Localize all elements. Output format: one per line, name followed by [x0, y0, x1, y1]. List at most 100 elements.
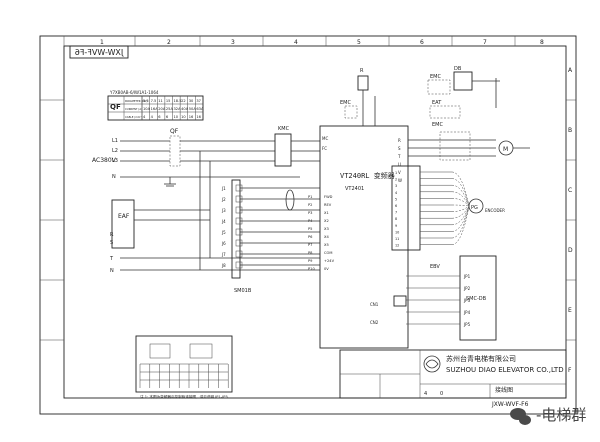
encoder-label: ENCODER	[485, 208, 505, 213]
inverter-left-pin-label: X2	[324, 219, 329, 223]
inverter-left-pin-label: X5	[324, 243, 329, 247]
power-table-cell: 25A	[166, 107, 174, 111]
encoder-fan	[451, 205, 470, 245]
cn2-label: CN2	[370, 320, 379, 325]
power-table-cell: 20A	[158, 107, 166, 111]
row-letter-e: E	[568, 307, 572, 314]
encoder-fan	[451, 184, 470, 207]
relay-contact	[235, 206, 243, 214]
encoder-fan	[451, 191, 470, 207]
row-letter-c: C	[568, 187, 572, 194]
encoder-fan	[451, 178, 470, 207]
brake-label: EMC	[340, 100, 351, 106]
row-letter-a: A	[568, 67, 573, 74]
terminal-l1: L1	[112, 138, 118, 144]
inverter-left-pin-label: FWD	[324, 195, 333, 199]
sheet-number: 4	[424, 391, 427, 397]
company-name-cn: 苏州台青电梯有限公司	[446, 354, 516, 363]
row-ruler: A B C D E F	[40, 67, 576, 374]
inverter-left-pin: P2	[308, 203, 312, 207]
power-table-cell: 6	[166, 115, 169, 119]
power-table-cell: 4	[151, 115, 154, 119]
power-table-row-head: PARAMETER (kW)	[125, 99, 147, 103]
inner-frame	[63, 45, 567, 399]
drawing-number: JXW-WVF-F6	[491, 401, 529, 408]
motor-contactors: EMC DB EAT EMC M	[408, 66, 530, 161]
encoder-fan	[451, 171, 470, 207]
column-ruler: 1 2 3 4 5 6 7 8	[63, 36, 544, 46]
emc-label-1: EMC	[430, 74, 441, 80]
encoder-pin: 12	[395, 244, 399, 248]
encoder-pin: 7	[395, 211, 397, 215]
inverter-right-pin: S	[398, 146, 401, 151]
drawing-title-cn: 接线图	[495, 386, 513, 394]
inverter-left-pin: P6	[308, 235, 313, 239]
terminal-n: N	[112, 174, 116, 180]
power-table-cell: 40A	[181, 107, 189, 111]
inverter-left-pin-label: 0V	[324, 267, 329, 271]
col-num-3: 3	[231, 39, 235, 46]
input-terminal-block	[274, 133, 292, 167]
encoder-pin: 6	[395, 204, 397, 208]
control-board-pin: JP3	[463, 298, 471, 303]
power-table-cell: 16	[196, 115, 201, 119]
encoder-pin: 1	[395, 171, 397, 175]
outer-frame	[39, 35, 577, 415]
brake-resistor-icon	[357, 75, 369, 91]
brake-resistor-label: R	[360, 68, 364, 74]
power-table-cell: 7.5	[151, 99, 157, 103]
relay-contact	[235, 217, 243, 225]
encoder-pin: 11	[395, 237, 399, 241]
power-table-caption: Y7XB0AB-6/IW1A1-1064	[109, 90, 159, 95]
lower-r: R	[110, 232, 114, 238]
power-table-row-head: CURRENT (A)	[125, 107, 142, 111]
connector-terminal: J4	[221, 219, 226, 224]
terminal-l3: L3	[112, 158, 118, 164]
power-table-cell: 63A	[196, 107, 204, 111]
db-label: DB	[454, 66, 462, 72]
qf-label: QF	[110, 103, 121, 111]
power-table-cell: 10A	[143, 107, 151, 111]
eaf-label: EAF	[118, 213, 130, 220]
col-num-7: 7	[483, 39, 487, 46]
connector-terminal: J5	[221, 230, 226, 235]
power-table-cell: 22	[181, 99, 186, 103]
encoder-icon	[468, 198, 484, 214]
col-num-2: 2	[167, 39, 171, 46]
connector-terminal: J6	[221, 241, 226, 246]
inverter-left-pin-label: +24V	[324, 259, 335, 263]
connector-panel-label: SM01B	[234, 288, 252, 294]
control-board-pin: JP4	[463, 310, 471, 315]
power-table-cell: 5.5	[143, 99, 149, 103]
inverter-left-pin: P7	[308, 243, 312, 247]
encoder-pin: 5	[395, 197, 397, 201]
power-table-cell: 15	[166, 99, 171, 103]
inverter-left-pin: P9	[308, 259, 313, 263]
inverter-left-pin: P8	[308, 251, 313, 255]
encoder-pin: 8	[395, 217, 397, 221]
control-board-top: EBV	[430, 264, 440, 270]
encoder-fan	[451, 204, 470, 207]
lower-t: T	[109, 256, 114, 262]
encoder-fan	[451, 205, 470, 232]
col-num-5: 5	[357, 39, 361, 46]
db-contactor	[453, 71, 473, 91]
inverter-left-pin: P1	[308, 195, 312, 199]
col-num-6: 6	[420, 39, 424, 46]
inverter-left-pin: P5	[308, 227, 312, 231]
relay-contact	[235, 228, 243, 236]
left-control-box: EAF R S T N	[109, 151, 320, 274]
inverter-right-pin: T	[397, 154, 401, 159]
relay-contact	[235, 195, 243, 203]
legend-box: 注 1: 本图为变频器与控制柜连接图，详见说明 JP1-JP5.	[135, 335, 233, 399]
motor-label: M	[503, 146, 508, 153]
power-table-cell: 32A	[174, 107, 182, 111]
inverter-left-pin-label: REV	[324, 203, 332, 207]
power-table-cell: 10	[174, 115, 179, 119]
